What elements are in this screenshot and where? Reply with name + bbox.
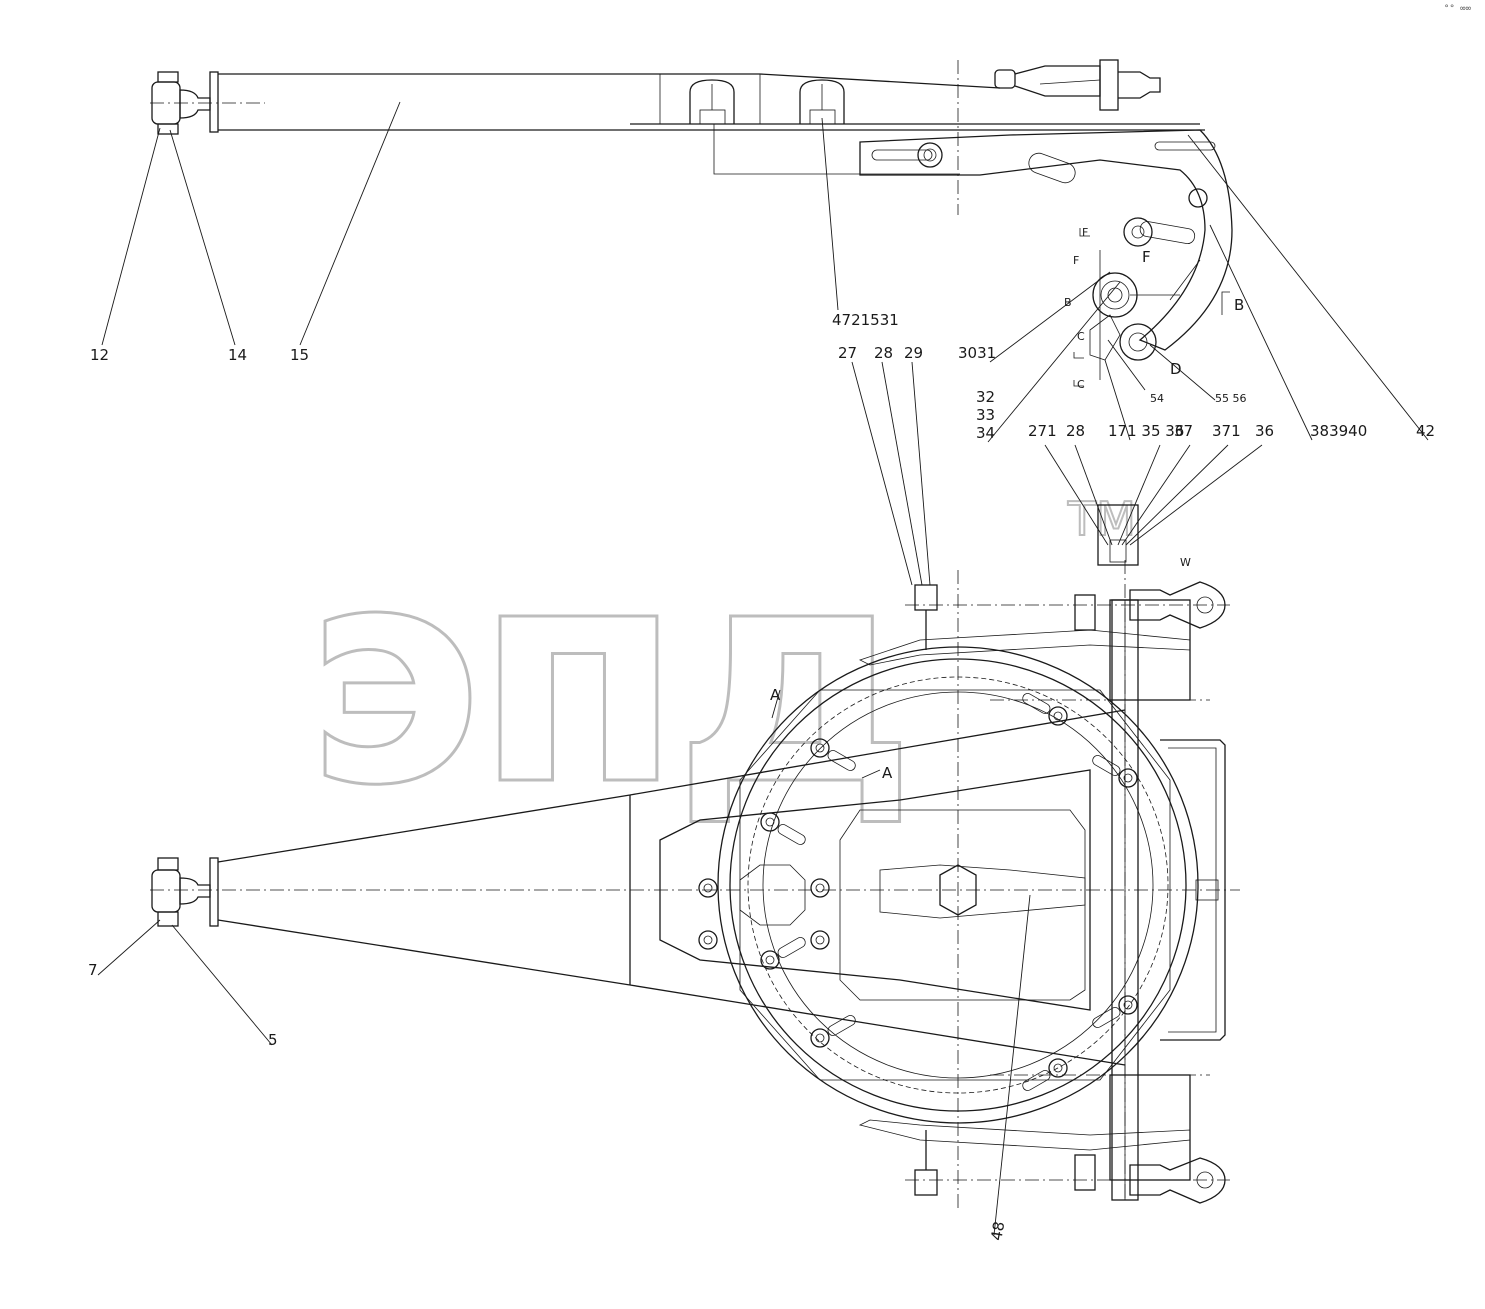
label-3031: 3031 (958, 344, 996, 362)
bolt-head (1118, 768, 1138, 788)
bolt-shank (777, 824, 806, 845)
bolt-core (815, 1033, 825, 1043)
section-b-2: B (1234, 296, 1244, 314)
label-14: 14 (228, 346, 247, 364)
bolt-shank (1092, 1007, 1121, 1028)
part-labels: 12 14 15 4721531 27 28 29 3031 32 33 34 … (88, 311, 1435, 1242)
bolt-head (810, 930, 830, 950)
bolt-core (703, 883, 713, 893)
leader-lines (97, 101, 1429, 1236)
bolt-shank (1022, 1070, 1051, 1091)
bolt-head (810, 878, 830, 898)
section-f-3: F (1142, 248, 1151, 266)
bolt-core (1123, 773, 1133, 783)
bolt-shank (1092, 755, 1121, 776)
label-32: 32 (976, 388, 995, 406)
label-48: 48 (987, 1220, 1008, 1242)
label-36b: 36 (1255, 422, 1274, 440)
label-28a: 28 (874, 344, 893, 362)
label-171-35-36: 171 35 36 (1108, 422, 1184, 440)
label-4721531: 4721531 (832, 311, 899, 329)
bolt-head (810, 1028, 830, 1048)
label-27b: 271 (1028, 422, 1057, 440)
bolt-shank (777, 937, 806, 958)
label-29: 29 (904, 344, 923, 362)
top-boom-view (150, 59, 1233, 387)
label-42: 42 (1416, 422, 1435, 440)
corner-mark: °° ∞∞ (1443, 4, 1471, 14)
bolt-core (815, 935, 825, 945)
label-383940: 383940 (1310, 422, 1367, 440)
bolt-core (815, 743, 825, 753)
section-f-1: F (1082, 226, 1088, 239)
watermark-trademark: ТМ (1067, 492, 1136, 546)
label-37b: 371 (1212, 422, 1241, 440)
bolt-head (698, 930, 718, 950)
label-12: 12 (90, 346, 109, 364)
label-37a: 37 (1174, 422, 1193, 440)
label-33: 33 (976, 406, 995, 424)
section-marks: F F F B B C C D A A W (770, 226, 1244, 782)
section-c-1: C (1077, 330, 1085, 343)
bolt-core (765, 955, 775, 965)
bolt-shank (1022, 693, 1051, 714)
bolt-head (1048, 706, 1068, 726)
section-c-2: C (1077, 378, 1085, 391)
bolt-head (810, 738, 830, 758)
bolt-head (760, 812, 780, 832)
bolt-head (1048, 1058, 1068, 1078)
bottom-frame-view (150, 504, 1240, 1210)
ring-bolts (698, 693, 1138, 1091)
label-5556: 55 56 (1215, 392, 1247, 405)
section-b-1: B (1064, 296, 1072, 309)
watermark-text: эпд (305, 502, 908, 851)
bolt-head (1118, 995, 1138, 1015)
bolt-head (760, 950, 780, 970)
bolt-shank (827, 750, 856, 771)
label-28b: 28 (1066, 422, 1085, 440)
label-27a: 27 (838, 344, 857, 362)
label-34: 34 (976, 424, 995, 442)
section-f-2: F (1073, 254, 1079, 267)
label-54: 54 (1150, 392, 1164, 405)
section-w: W (1180, 556, 1191, 569)
section-a-2: A (882, 764, 893, 782)
bolt-core (765, 817, 775, 827)
bolt-head (698, 878, 718, 898)
bolt-core (1053, 711, 1063, 721)
bolt-core (815, 883, 825, 893)
label-7: 7 (88, 961, 98, 979)
section-a-1: A (770, 686, 781, 704)
bolt-core (1053, 1063, 1063, 1073)
bolt-shank (827, 1015, 856, 1036)
bolt-core (703, 935, 713, 945)
label-15: 15 (290, 346, 309, 364)
section-d: D (1170, 360, 1182, 378)
watermark: эпд ТМ (304, 491, 1137, 853)
bolt-core (1123, 1000, 1133, 1010)
label-5: 5 (268, 1031, 278, 1049)
